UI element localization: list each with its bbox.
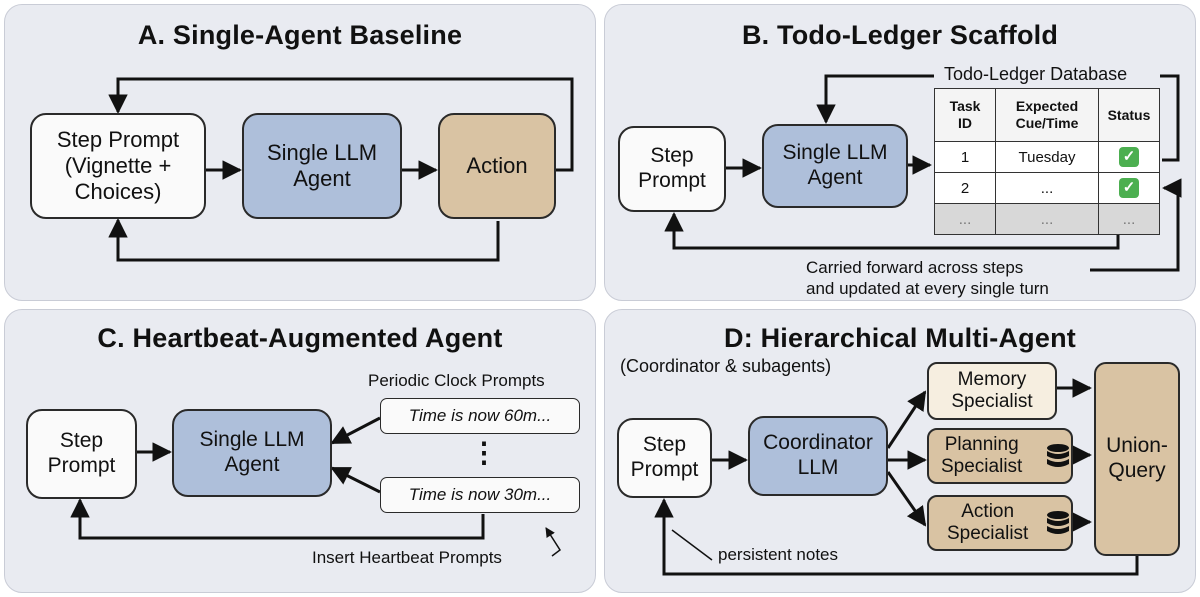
- c-prompt-60m-box: Time is now 60m...: [380, 398, 580, 434]
- d-step-prompt-box: Step Prompt: [617, 418, 712, 498]
- a-step-prompt-label: Step Prompt (Vignette + Choices): [56, 127, 180, 204]
- ledger-row: ... ... ...: [934, 203, 1160, 235]
- c-prompt-30m-box: Time is now 30m...: [380, 477, 580, 513]
- d-notes-label: persistent notes: [718, 545, 839, 564]
- c-insert-pointer: [545, 527, 562, 557]
- c-agent-box: Single LLM Agent: [172, 409, 332, 497]
- a-agent-label: Single LLM Agent: [266, 140, 378, 191]
- c-arrow-30m-to-agent: [330, 466, 381, 494]
- d-memory-box: Memory Specialist: [927, 362, 1057, 420]
- c-agent-label: Single LLM Agent: [199, 428, 305, 476]
- d-action-label: Action Specialist: [947, 500, 1029, 544]
- b-arrow-ledger-to-agent: [816, 74, 934, 124]
- d-arrow-loop-back: [654, 498, 1139, 576]
- c-step-prompt-label: Step Prompt: [47, 429, 116, 477]
- d-coordinator-box: Coordinator LLM: [748, 416, 888, 496]
- ledger-row: 2 ... ✓: [934, 172, 1160, 204]
- a-step-prompt-box: Step Prompt (Vignette + Choices): [30, 113, 206, 219]
- d-planning-box: Planning Specialist: [927, 428, 1073, 484]
- a-arrow-bottom-loop: [108, 218, 500, 262]
- check-icon: ✓: [1119, 147, 1139, 167]
- ledger-header-status: Status: [1098, 88, 1160, 142]
- database-icon: [1047, 444, 1069, 467]
- panel-a-title: A. Single-Agent Baseline: [137, 20, 463, 50]
- a-arrow-top-loop: [108, 77, 574, 172]
- ledger-cell: 2: [934, 172, 996, 204]
- ledger-cell: ...: [995, 203, 1099, 235]
- panel-c-title: C. Heartbeat-Augmented Agent: [97, 323, 503, 353]
- d-union-query-box: Union- Query: [1094, 362, 1180, 556]
- c-arrow-60m-to-agent: [330, 416, 381, 445]
- c-prompt-60m-text: Time is now 60m...: [408, 405, 552, 425]
- d-coordinator-label: Coordinator LLM: [763, 431, 873, 479]
- c-arrow-loop-back: [70, 498, 485, 540]
- ledger-cell: 1: [934, 141, 996, 173]
- check-icon: ✓: [1119, 178, 1139, 198]
- a-agent-box: Single LLM Agent: [242, 113, 402, 219]
- a-action-label: Action: [466, 153, 528, 179]
- d-memory-label: Memory Specialist: [951, 368, 1033, 412]
- ledger-cell: ✓: [1098, 172, 1160, 204]
- b-agent-box: Single LLM Agent: [762, 124, 908, 208]
- ledger-cell: ✓: [1098, 141, 1160, 173]
- b-db-label: Todo-Ledger Database: [940, 64, 1132, 85]
- c-clock-label: Periodic Clock Prompts: [368, 371, 545, 390]
- c-insert-label: Insert Heartbeat Prompts: [312, 548, 502, 567]
- a-action-box: Action: [438, 113, 556, 219]
- d-subtitle: (Coordinator & subagents): [620, 356, 832, 376]
- ledger-header-task: Task ID: [934, 88, 996, 142]
- panel-d-title: D: Hierarchical Multi-Agent: [724, 323, 1076, 353]
- b-arrow-carry-forward: [664, 212, 1120, 250]
- d-planning-label: Planning Specialist: [941, 433, 1023, 477]
- d-union-query-label: Union- Query: [1106, 434, 1168, 482]
- todo-ledger-table: Task ID Expected Cue/Time Status 1 Tuesd…: [934, 88, 1160, 235]
- c-step-prompt-box: Step Prompt: [26, 409, 137, 499]
- ledger-cell: Tuesday: [995, 141, 1099, 173]
- ledger-cell: ...: [934, 203, 996, 235]
- database-icon: [1047, 511, 1069, 534]
- b-arrow-update: [1090, 178, 1182, 272]
- ledger-row: 1 Tuesday ✓: [934, 141, 1160, 173]
- c-prompt-30m-text: Time is now 30m...: [408, 484, 552, 504]
- b-note-line-1: Carried forward across steps: [806, 258, 1024, 277]
- b-arrow-ledger-bracket: [1160, 74, 1180, 162]
- d-notes-pointer: [671, 529, 713, 561]
- b-step-prompt-box: Step Prompt: [618, 126, 726, 212]
- ledger-cell: ...: [1098, 203, 1160, 235]
- ledger-header-row: Task ID Expected Cue/Time Status: [934, 88, 1160, 142]
- ledger-header-cue: Expected Cue/Time: [995, 88, 1099, 142]
- b-agent-label: Single LLM Agent: [782, 141, 888, 189]
- ledger-cell: ...: [995, 172, 1099, 204]
- d-step-prompt-label: Step Prompt: [630, 433, 699, 481]
- d-arrow-to-memory: [886, 390, 927, 449]
- c-ellipsis: ⋮: [470, 437, 498, 468]
- panel-b-title: B. Todo-Ledger Scaffold: [741, 20, 1059, 50]
- d-arrow-to-action: [886, 471, 927, 527]
- b-note-line-2: and updated at every single turn: [806, 279, 1049, 299]
- b-step-prompt-label: Step Prompt: [638, 144, 706, 192]
